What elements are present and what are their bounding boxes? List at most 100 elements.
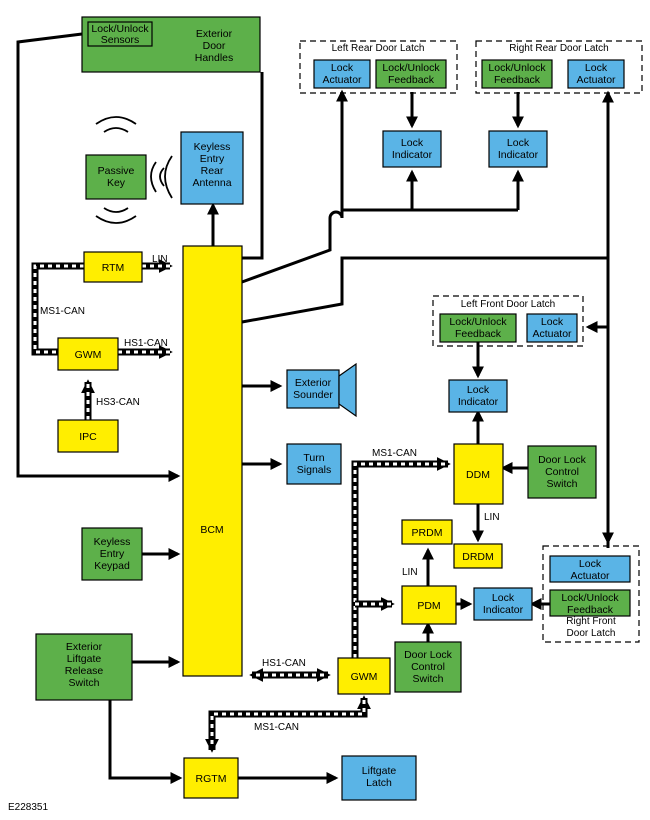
drdm-box [453, 543, 503, 569]
lf-lock-actuator-2: Actuator [532, 328, 572, 340]
right-rear-door-latch-group [475, 40, 643, 94]
ddm-switch-2: Control [545, 466, 579, 478]
rf-lock-indicator-2: Indicator [483, 604, 524, 616]
liftgate-latch-1: Liftgate [362, 765, 397, 777]
rgtm-label: RGTM [196, 773, 227, 785]
keypad-2: Entry [100, 548, 125, 560]
lf-feedback-1: Lock/Unlock [449, 316, 507, 328]
rr-lock-unlock-feedback-box [481, 59, 553, 89]
exterior-sounder-2: Sounder [293, 389, 333, 401]
rf-waves [95, 116, 173, 224]
keypad-1: Keyless [94, 536, 131, 548]
prdm-box [401, 519, 453, 545]
lock-unlock-sensors-1: Lock/Unlock [91, 23, 149, 35]
ipc-box [57, 419, 119, 453]
ddm-switch-1: Door Lock [538, 454, 587, 466]
lr-feedback-1: Lock/Unlock [382, 62, 440, 74]
liftgate-switch-3: Release [65, 665, 104, 677]
bus-label-lin-ddm: LIN [484, 512, 500, 523]
lf-feedback-2: Feedback [455, 328, 502, 340]
keyless-antenna-2: Entry [200, 153, 225, 165]
keypad-3: Keypad [94, 560, 130, 572]
wire-liftgate-switch-to-rgtm [108, 684, 183, 784]
wires [16, 32, 614, 784]
lf-lock-actuator-box [526, 313, 578, 343]
bus-label-hs3-can: HS3-CAN [96, 397, 140, 408]
right-rear-door-latch-title: Right Rear Door Latch [509, 43, 609, 54]
can-bus-lines [31, 259, 451, 753]
rr-lock-indicator-1: Lock [507, 137, 530, 149]
turn-signals-box [286, 443, 342, 485]
gwm-top-label: GWM [75, 349, 102, 361]
lr-lock-actuator-box [313, 59, 371, 89]
rf-feedback-2: Feedback [567, 604, 614, 616]
gwm-bottom-box [337, 657, 391, 695]
rf-feedback-1: Lock/Unlock [561, 592, 619, 604]
right-front-door-latch-group [542, 545, 640, 643]
turn-signals-1: Turn [303, 452, 324, 464]
bus-label-ms1-can-ddm: MS1-CAN [372, 448, 417, 459]
lock-unlock-sensors-2: Sensors [101, 34, 140, 46]
liftgate-switch-2: Liftgate [67, 653, 102, 665]
pdm-door-lock-control-switch-box [394, 641, 462, 693]
passive-key-2: Key [107, 177, 126, 189]
lr-lock-indicator-box [382, 130, 442, 168]
left-rear-door-latch-group [299, 40, 458, 94]
bus-label-hs1-can-bottom: HS1-CAN [262, 658, 306, 669]
keyless-entry-keypad-box [81, 527, 143, 581]
pdm-switch-3: Switch [413, 673, 444, 685]
pdm-switch-2: Control [411, 661, 445, 673]
left-front-door-latch-title: Left Front Door Latch [461, 299, 556, 310]
exterior-sounder-1: Exterior [295, 377, 332, 389]
liftgate-latch-box [341, 755, 417, 801]
rtm-label: RTM [102, 262, 125, 274]
lf-lock-actuator-1: Lock [541, 316, 564, 328]
rr-lock-actuator-2: Actuator [576, 74, 616, 86]
rf-lock-indicator-1: Lock [492, 592, 515, 604]
turn-signals-2: Signals [297, 464, 331, 476]
ddm-label: DDM [466, 469, 490, 481]
rf-lock-indicator-box [473, 587, 533, 621]
rf-lock-actuator-box [549, 555, 631, 583]
wire-bcm-to-rear-latches [241, 208, 518, 284]
lr-lock-actuator-1: Lock [331, 62, 354, 74]
passive-key-box [85, 154, 147, 200]
ddm-box [453, 443, 504, 505]
rr-feedback-1: Lock/Unlock [488, 62, 546, 74]
lf-lock-indicator-2: Indicator [458, 396, 499, 408]
exterior-door-handles-3: Handles [195, 52, 234, 64]
figure-code: E228351 [8, 802, 48, 813]
gwm-top-box [57, 337, 119, 371]
passive-key-1: Passive [98, 165, 135, 177]
left-front-door-latch-group [432, 295, 584, 347]
keyless-antenna-4: Antenna [192, 177, 231, 189]
pdm-switch-1: Door Lock [404, 649, 453, 661]
bus-label-hs1-can-top: HS1-CAN [124, 338, 168, 349]
keyless-antenna-1: Keyless [194, 141, 231, 153]
keyless-antenna-3: Rear [201, 165, 224, 177]
exterior-liftgate-release-switch-box [35, 633, 133, 701]
prdm-label: PRDM [412, 527, 443, 539]
rgtm-box [183, 757, 239, 799]
keyless-entry-rear-antenna-box [180, 131, 244, 205]
lf-lock-unlock-feedback-box [439, 313, 517, 343]
liftgate-latch-2: Latch [366, 777, 392, 789]
exterior-door-handles-2: Door [203, 40, 226, 52]
rr-lock-actuator-1: Lock [585, 62, 608, 74]
rf-lock-actuator-2: Actuator [570, 570, 610, 582]
liftgate-switch-1: Exterior [66, 641, 103, 653]
rr-lock-actuator-box [567, 59, 625, 89]
lock-unlock-sensors-box [87, 21, 153, 47]
ddm-switch-3: Switch [547, 478, 578, 490]
pdm-label: PDM [417, 600, 440, 612]
rr-feedback-2: Feedback [494, 74, 541, 86]
lr-lock-actuator-2: Actuator [322, 74, 362, 86]
wire-door-handles-to-bcm [16, 32, 181, 482]
bus-label-ms1-can-bottom: MS1-CAN [254, 722, 299, 733]
rf-lock-actuator-1: Lock [579, 558, 602, 570]
gwm-bottom-label: GWM [351, 671, 378, 683]
bus-label-ms1-can-left: MS1-CAN [40, 306, 85, 317]
lf-lock-indicator-1: Lock [467, 384, 490, 396]
lr-lock-unlock-feedback-box [375, 59, 447, 89]
